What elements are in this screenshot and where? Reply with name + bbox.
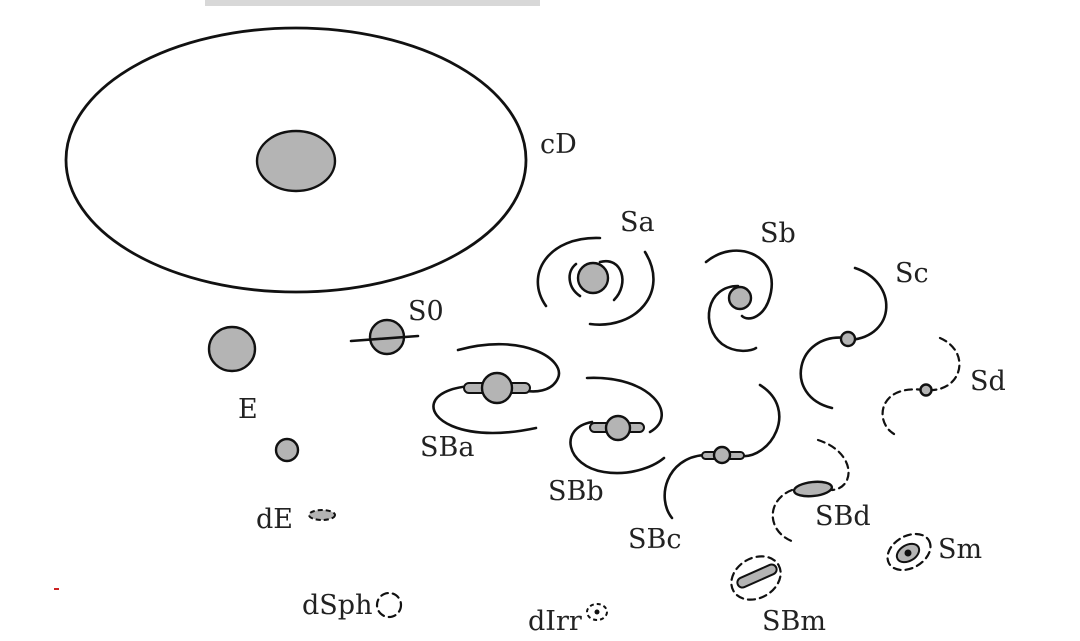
- dirr-body: [586, 603, 608, 621]
- sm-halo: [886, 532, 932, 572]
- dirr-galaxy: [586, 603, 608, 621]
- label-sm: Sm: [938, 534, 982, 565]
- sba-galaxy: [432, 342, 561, 435]
- label-sbb: SBb: [548, 476, 604, 507]
- sd-galaxy: [881, 336, 961, 436]
- sa-arm-inner-bottom: [568, 262, 582, 298]
- e-small-body: [274, 437, 300, 463]
- sa-bulge: [576, 261, 610, 295]
- sbb-galaxy: [569, 376, 666, 475]
- sbc-galaxy: [663, 383, 781, 520]
- sm-galaxy: [886, 532, 932, 572]
- sa-arm-inner-top: [598, 259, 624, 302]
- s0-disk: [349, 334, 420, 343]
- sa-arm-right: [588, 250, 655, 326]
- e-galaxy-small: [274, 437, 300, 463]
- dsph-galaxy: [375, 591, 403, 619]
- sbd-bar: [792, 480, 834, 498]
- sa-galaxy: [536, 236, 655, 326]
- label-sc: Sc: [895, 258, 929, 289]
- label-e: E: [238, 394, 258, 425]
- label-cd: cD: [540, 129, 577, 160]
- sb-arm-bottom: [707, 284, 758, 353]
- label-sd: Sd: [970, 366, 1006, 397]
- sbc-arm-top: [738, 383, 781, 458]
- sbd-arm-bottom: [771, 488, 796, 544]
- sb-arm-top: [704, 249, 774, 320]
- label-dirr: dIrr: [528, 606, 582, 637]
- label-sbd: SBd: [815, 501, 871, 532]
- label-de: dE: [256, 504, 293, 535]
- sc-bulge: [839, 330, 857, 348]
- cd-galaxy: [64, 26, 528, 294]
- label-s0: S0: [408, 296, 444, 327]
- sbd-galaxy: [771, 438, 850, 544]
- sbb-arm-bottom: [569, 420, 666, 475]
- sba-bulge: [480, 371, 514, 405]
- cropped-header-remnant: [205, 0, 540, 6]
- cd-core: [255, 129, 337, 193]
- label-sba: SBa: [420, 432, 474, 463]
- sbm-halo: [730, 555, 782, 601]
- s0-galaxy: [349, 318, 420, 356]
- label-dsph: dSph: [302, 590, 372, 621]
- dsph-body: [375, 591, 403, 619]
- sc-arm-top: [848, 266, 888, 342]
- e-galaxy-large: [207, 325, 257, 373]
- sbm-galaxy: [730, 555, 782, 601]
- sbc-bulge: [712, 445, 732, 465]
- sbb-arm-top: [585, 376, 663, 434]
- sbd-arm-top: [816, 438, 850, 492]
- sb-galaxy: [704, 249, 774, 353]
- label-sa: Sa: [620, 207, 655, 238]
- e-large-body: [207, 325, 257, 373]
- sb-bulge: [727, 285, 753, 311]
- sd-arm-bottom: [881, 388, 926, 436]
- sba-arm-top: [456, 342, 561, 393]
- sc-galaxy: [799, 266, 888, 410]
- sd-bulge: [919, 383, 933, 397]
- sbc-arm-bottom: [663, 453, 706, 520]
- sc-arm-bottom: [799, 336, 848, 410]
- label-sb: Sb: [760, 218, 796, 249]
- label-sbc: SBc: [628, 524, 681, 555]
- sm-core: [904, 549, 912, 557]
- sbm-bar: [736, 563, 778, 589]
- sa-arm-left: [536, 236, 602, 308]
- cd-halo: [64, 26, 528, 294]
- de-body: [308, 509, 336, 521]
- dirr-core: [594, 609, 600, 615]
- sbb-bulge: [604, 414, 632, 442]
- de-galaxy: [308, 509, 336, 521]
- label-sbm: SBm: [762, 606, 826, 637]
- sd-arm-top: [926, 336, 961, 392]
- sba-arm-bottom: [432, 384, 538, 435]
